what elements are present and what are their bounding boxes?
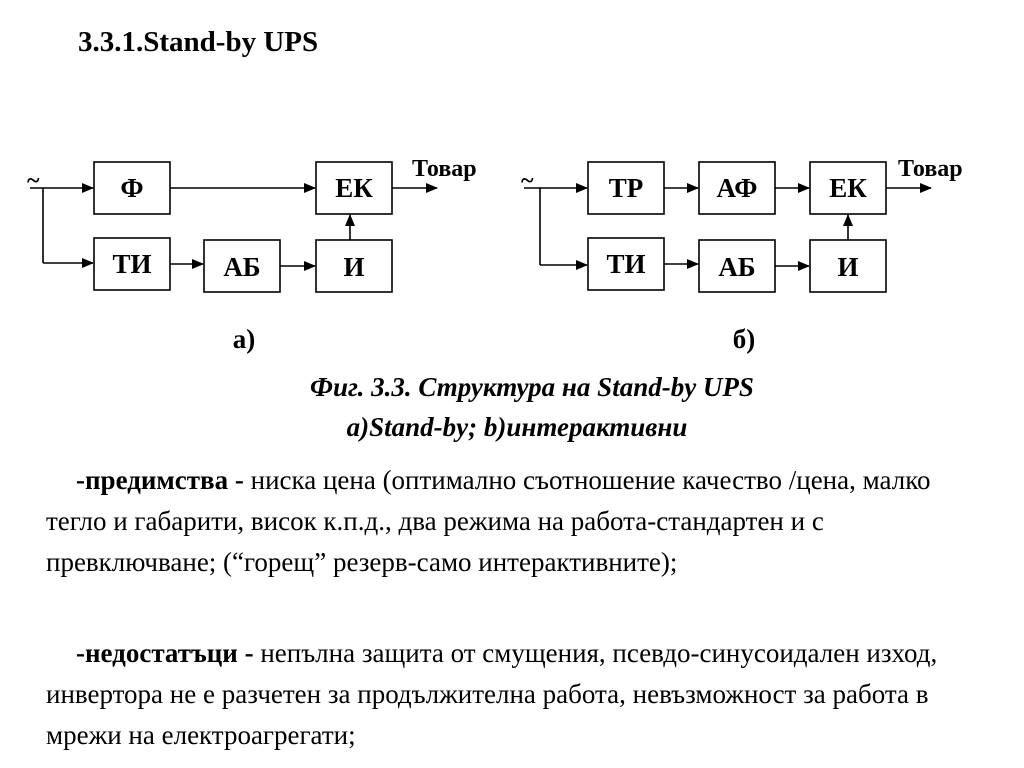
disadvantages-paragraph: -недостатъци - непълна защита от смущени… bbox=[46, 633, 976, 756]
figure-caption-line1: Фиг. 3.3. Структура на Stand-by UPS bbox=[310, 372, 754, 402]
advantages-label: -предимства - bbox=[76, 465, 251, 495]
diagram-a-charger-label: ТИ bbox=[112, 249, 151, 279]
diagram-a-inverter-block bbox=[315, 239, 393, 293]
diagram-a-filter-label: Ф bbox=[120, 173, 143, 203]
diagram-b-switch-label: ЕК bbox=[829, 173, 867, 203]
advantages-paragraph: -предимства - ниска цена (оптимално съот… bbox=[46, 460, 976, 583]
diagram-a-input-symbol: ~ bbox=[27, 168, 40, 194]
diagram-a-output-label: Товар bbox=[412, 156, 477, 182]
diagram-b-transformer-label: ТР bbox=[609, 173, 644, 203]
section-heading: 3.3.1.Stand-by UPS bbox=[78, 26, 319, 58]
diagram-b-battery-block bbox=[698, 239, 776, 293]
diagram-a: ~ Ф ЕК Товар ТИ АБ И а) bbox=[27, 156, 477, 354]
diagram-a-charger-block bbox=[93, 237, 171, 291]
disadvantages-label: -недостатъци - bbox=[76, 638, 261, 668]
disadvantages-text: непълна защита от смущения, псевдо-синус… bbox=[46, 638, 938, 750]
figure-caption-line2: a)Stand-by; b)интерактивни bbox=[346, 412, 688, 442]
diagram-b-avr-block bbox=[698, 161, 776, 215]
diagram-b-charger-label: ТИ bbox=[606, 249, 645, 279]
diagram-a-sublabel: а) bbox=[233, 324, 256, 354]
diagram-b: ~ ТР АФ ЕК Товар ТИ АБ И б) bbox=[521, 156, 963, 354]
advantages-text: ниска цена (оптимално съотношение качест… bbox=[46, 465, 931, 577]
diagram-a-inverter-label: И bbox=[343, 252, 364, 282]
diagram-b-input-symbol: ~ bbox=[521, 168, 534, 194]
diagram-b-output-label: Товар bbox=[898, 156, 963, 182]
diagram-b-input-wire bbox=[524, 187, 541, 265]
diagram-b-avr-label: АФ bbox=[717, 173, 758, 203]
diagram-b-sublabel: б) bbox=[733, 324, 756, 354]
diagram-b-battery-label: АБ bbox=[718, 252, 755, 282]
diagram-a-switch-label: ЕК bbox=[335, 173, 373, 203]
diagram-a-battery-label: АБ bbox=[223, 252, 260, 282]
diagram-b-transformer-block bbox=[587, 161, 665, 215]
diagram-b-inverter-label: И bbox=[837, 252, 858, 282]
diagram-a-input-wire bbox=[30, 187, 44, 263]
